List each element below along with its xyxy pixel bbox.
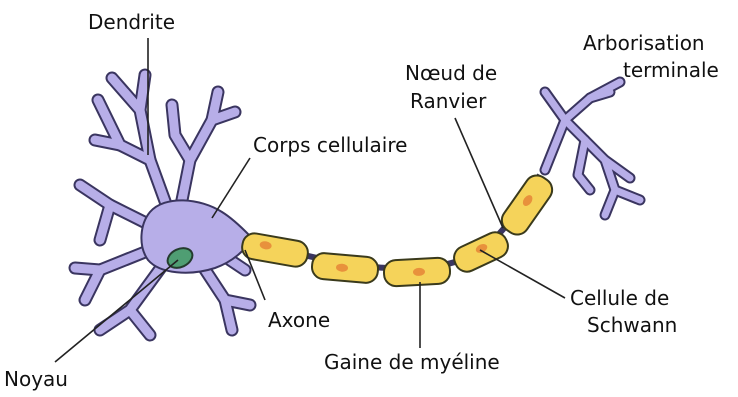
- schwann-cell: [450, 228, 512, 275]
- leader-noyau: [55, 260, 178, 362]
- myelin-sheath: [240, 171, 557, 287]
- label-noeud-line2: Ranvier: [410, 89, 487, 113]
- label-arborisation-line1: Arborisation: [583, 31, 705, 55]
- schwann-cell: [383, 257, 450, 286]
- schwann-cell: [497, 171, 557, 239]
- label-axone: Axone: [268, 308, 330, 332]
- label-noeud-line1: Nœud de: [405, 61, 497, 85]
- leader-cellule: [480, 250, 565, 298]
- label-noyau: Noyau: [4, 367, 68, 391]
- label-corps-cellulaire: Corps cellulaire: [253, 133, 407, 157]
- leader-corps: [212, 158, 250, 218]
- leader-noeud: [455, 118, 503, 228]
- axon-terminals: [545, 82, 640, 215]
- label-arborisation-line2: terminale: [623, 58, 719, 82]
- label-cellule-line2: Schwann: [587, 313, 677, 337]
- label-cellule-line1: Cellule de: [570, 286, 669, 310]
- label-gaine: Gaine de myéline: [324, 350, 500, 374]
- schwann-cell: [311, 252, 379, 284]
- label-dendrite: Dendrite: [88, 10, 175, 34]
